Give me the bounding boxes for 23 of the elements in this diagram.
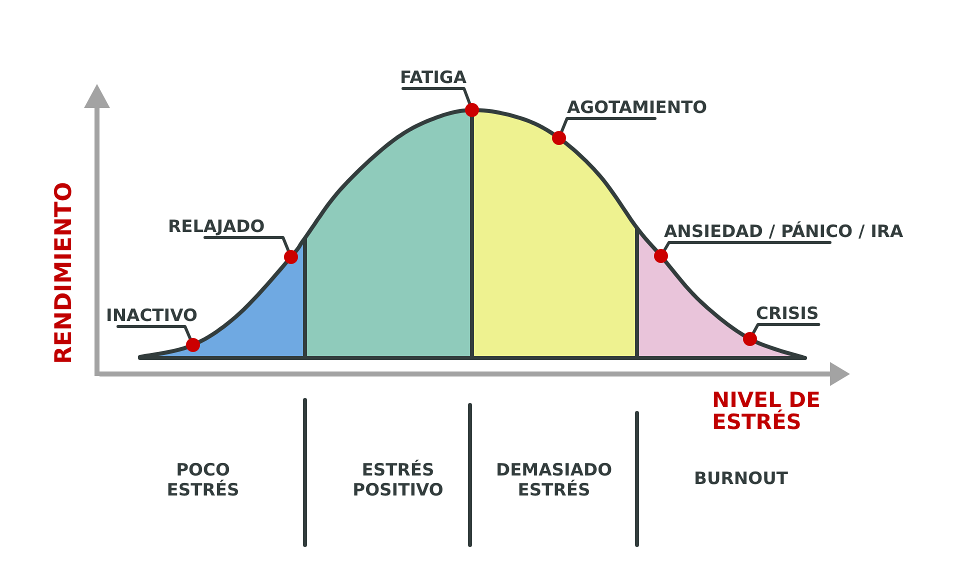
zone-label: POCO ESTRÉS xyxy=(166,460,240,502)
point-marker-icon xyxy=(284,250,298,264)
point-label: INACTIVO xyxy=(106,307,198,327)
leader-line xyxy=(663,241,832,252)
zone-label: ESTRÉS POSITIVO xyxy=(352,460,444,502)
leader-line xyxy=(560,117,656,133)
point-marker-icon xyxy=(465,103,479,117)
leader-line xyxy=(402,87,472,105)
point-label: FATIGA xyxy=(400,69,467,89)
point-label: ANSIEDAD / PÁNICO / IRA xyxy=(664,223,904,243)
zone-label: DEMASIADO ESTRÉS xyxy=(496,460,612,502)
positive-stress-area xyxy=(305,110,472,358)
point-label: AGOTAMIENTO xyxy=(567,99,708,119)
axis-title: RENDIMIENTO xyxy=(52,182,76,364)
leader-line xyxy=(116,325,192,340)
axis-title: NIVEL DE ESTRÉS xyxy=(712,389,822,434)
point-marker-icon xyxy=(654,249,668,263)
zone-label: BURNOUT xyxy=(694,468,788,490)
point-marker-icon xyxy=(552,131,566,145)
leader-line xyxy=(204,236,290,252)
point-label: RELAJADO xyxy=(168,218,265,238)
leader-line xyxy=(752,323,820,334)
point-label: CRISIS xyxy=(756,305,819,325)
